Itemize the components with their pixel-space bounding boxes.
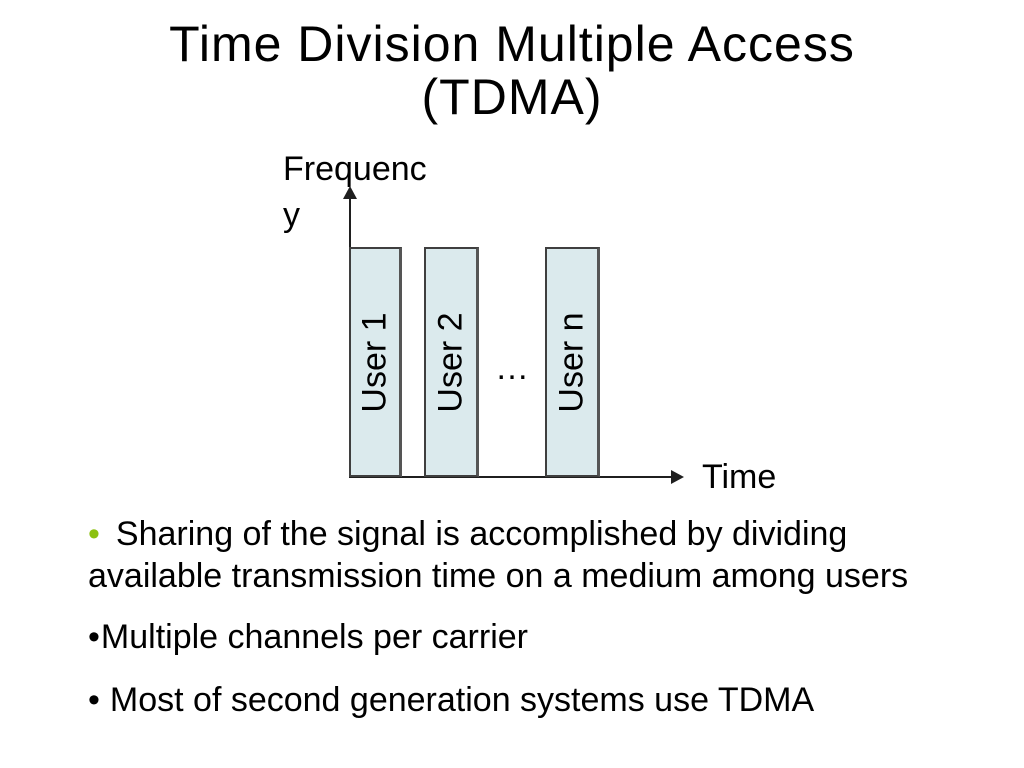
bullet-marker-green: • — [88, 515, 100, 553]
y-axis-label: Frequenc y — [283, 146, 427, 238]
timeslot-bar-user-n: User n — [545, 247, 600, 477]
bullet-item-second-gen: •Most of second generation systems use T… — [88, 679, 950, 721]
bullet-text-second-gen: Most of second generation systems use TD… — [109, 681, 815, 719]
bar-label-user-n: User n — [552, 311, 591, 413]
bullet-text-sharing: Sharing of the signal is accomplished by… — [88, 515, 909, 595]
bar-label-user-2: User 2 — [431, 311, 470, 413]
bullet-marker: • — [88, 681, 100, 719]
y-axis-label-line1: Frequenc — [283, 150, 427, 188]
timeslot-bar-user-1: User 1 — [349, 247, 402, 477]
bullet-item-channels: •Multiple channels per carrier — [88, 616, 950, 658]
x-axis-label: Time — [702, 458, 777, 496]
bullet-marker: • — [88, 618, 100, 656]
x-axis-arrowhead-icon — [671, 470, 684, 484]
slide-title-line1: Time Division Multiple Access — [169, 16, 855, 72]
bullet-text-channels: Multiple channels per carrier — [100, 618, 528, 656]
ellipsis-between-bars: … — [495, 349, 529, 387]
y-axis-arrowhead-icon — [343, 186, 357, 199]
bullet-item-sharing: •Sharing of the signal is accomplished b… — [88, 513, 950, 597]
bullet-list: •Sharing of the signal is accomplished b… — [88, 513, 950, 721]
bar-label-user-1: User 1 — [355, 311, 394, 413]
x-axis-line — [349, 476, 671, 478]
y-axis-label-line2: y — [283, 196, 300, 234]
timeslot-bar-user-2: User 2 — [424, 247, 479, 477]
slide-title: Time Division Multiple Access (TDMA) — [0, 18, 1024, 124]
slide-title-line2: (TDMA) — [421, 69, 603, 125]
